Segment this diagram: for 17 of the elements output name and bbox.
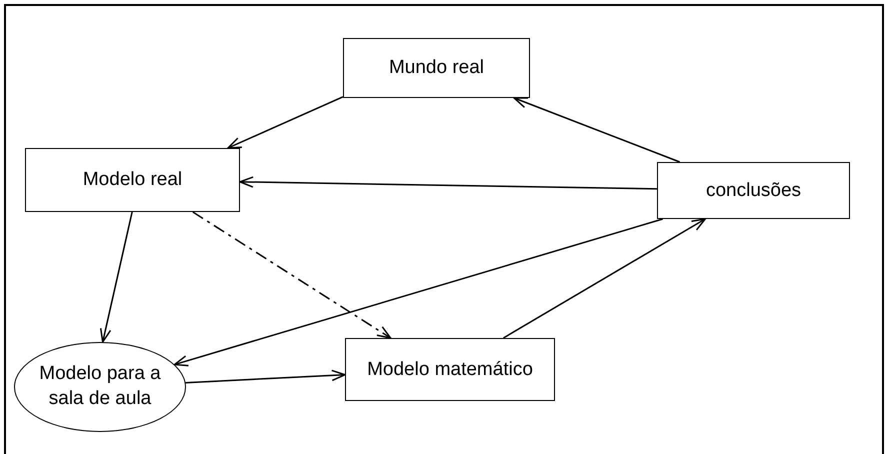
node-label: Modelo matemático bbox=[367, 358, 533, 380]
process-box bbox=[657, 162, 850, 219]
node-label: conclusões bbox=[706, 180, 802, 202]
arrow bbox=[239, 176, 658, 190]
arrow bbox=[186, 370, 346, 384]
node-label: Mundo real bbox=[388, 57, 484, 79]
arrow bbox=[174, 218, 663, 366]
node-label: Modelo para a sala de aula bbox=[38, 362, 162, 411]
process-box bbox=[343, 38, 530, 98]
arrow bbox=[227, 96, 344, 149]
process-box bbox=[345, 338, 555, 401]
node-label: Modelo real bbox=[82, 169, 182, 191]
arrow bbox=[100, 212, 133, 343]
arrow bbox=[513, 97, 680, 163]
arrow bbox=[503, 218, 706, 339]
arrow bbox=[192, 211, 392, 339]
process-box bbox=[25, 148, 240, 212]
